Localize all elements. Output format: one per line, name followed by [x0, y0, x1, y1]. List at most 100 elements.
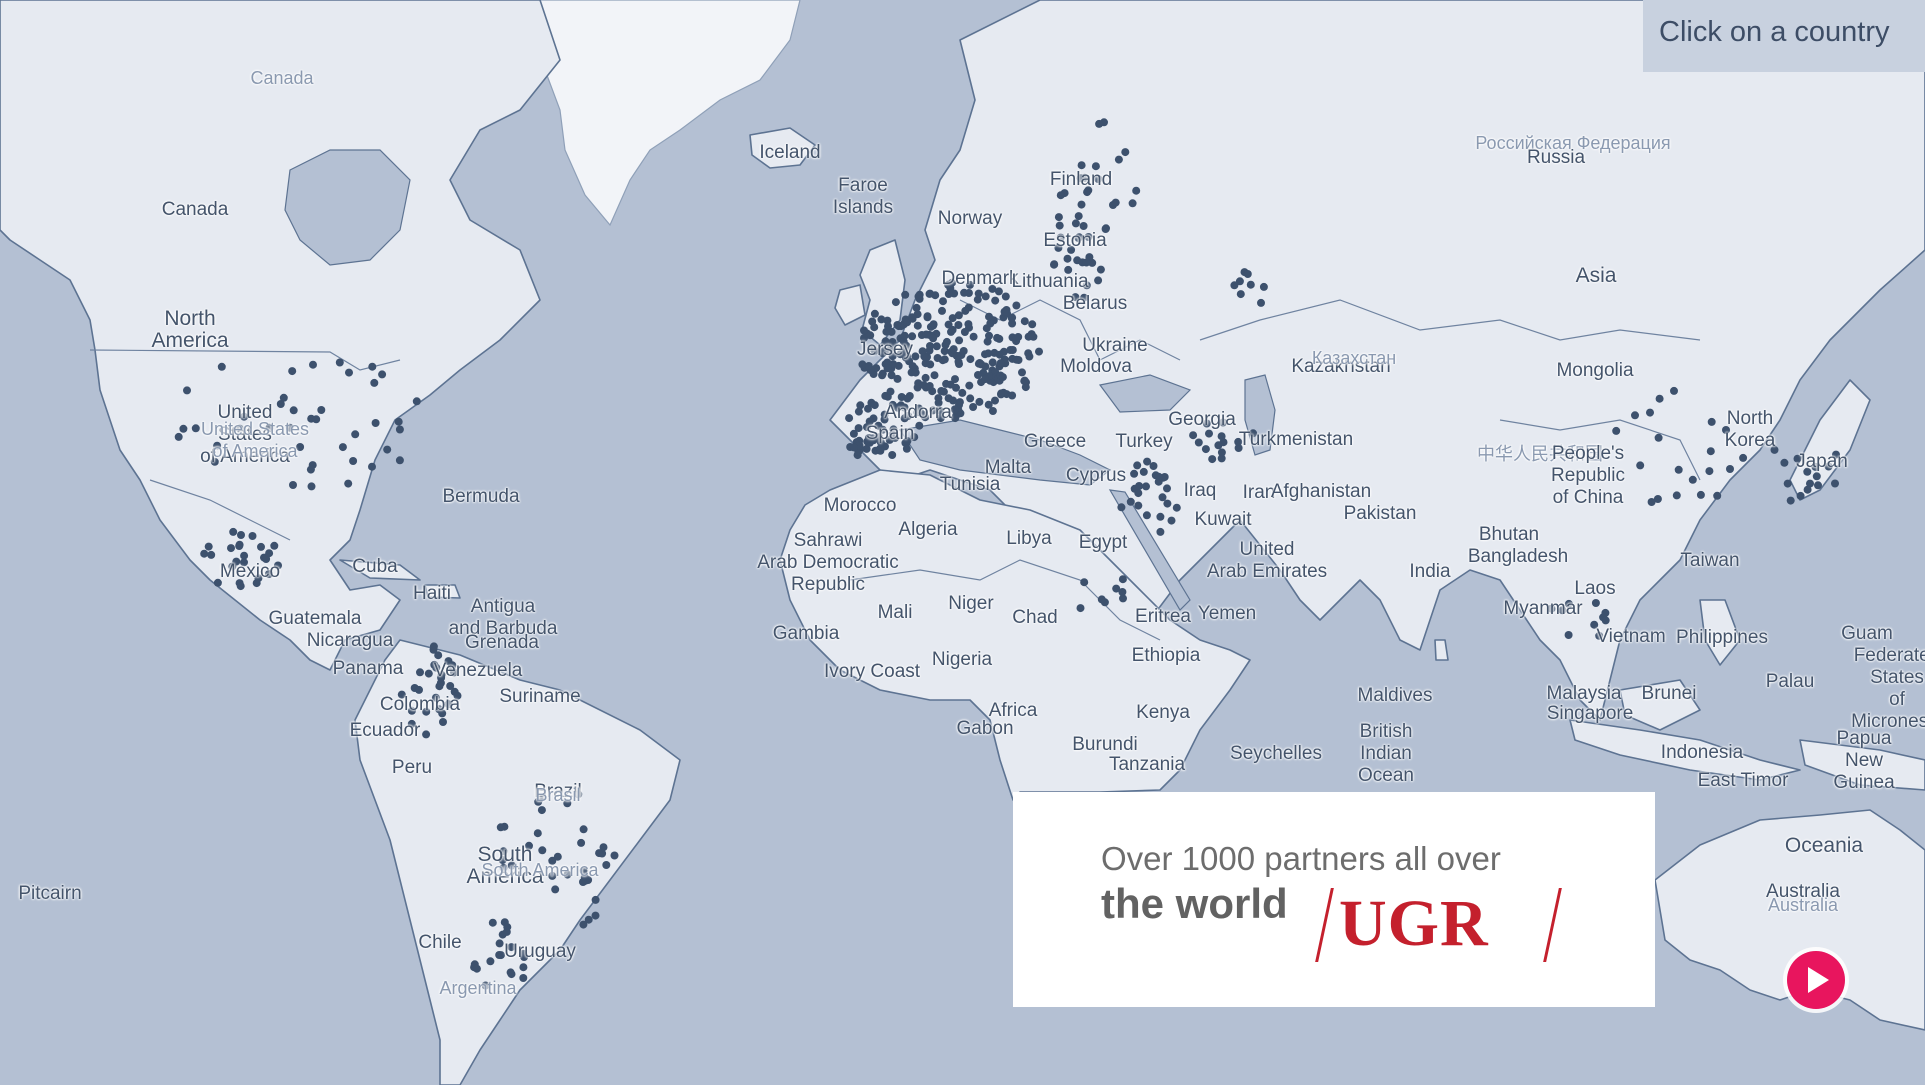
- partner-dot[interactable]: [240, 551, 249, 560]
- partner-dot[interactable]: [913, 383, 922, 392]
- partner-dot[interactable]: [309, 360, 317, 369]
- partner-dot[interactable]: [1653, 495, 1662, 503]
- partner-dot[interactable]: [858, 360, 867, 369]
- partner-dot[interactable]: [849, 443, 858, 452]
- partner-dot[interactable]: [1076, 604, 1085, 613]
- country-label[interactable]: Norway: [937, 208, 1003, 229]
- partner-dot[interactable]: [933, 354, 942, 362]
- partner-dot[interactable]: [599, 843, 608, 852]
- partner-dot[interactable]: [969, 332, 978, 341]
- partner-dot[interactable]: [1696, 490, 1705, 499]
- partner-dot[interactable]: [946, 380, 955, 389]
- partner-dot[interactable]: [900, 331, 909, 340]
- partner-dot[interactable]: [591, 895, 600, 904]
- partner-dot[interactable]: [888, 338, 897, 346]
- partner-dot[interactable]: [1672, 491, 1681, 500]
- country-label[interactable]: Estonia: [1043, 230, 1107, 251]
- partner-dot[interactable]: [1713, 491, 1722, 500]
- partner-dot[interactable]: [270, 541, 279, 550]
- partner-dot[interactable]: [1097, 595, 1106, 604]
- partner-dot[interactable]: [1770, 445, 1779, 454]
- partner-dot[interactable]: [981, 292, 990, 301]
- partner-dot[interactable]: [929, 334, 938, 343]
- country-label[interactable]: Philippines: [1676, 627, 1768, 648]
- partner-dot[interactable]: [974, 371, 982, 379]
- partner-dot[interactable]: [1219, 418, 1227, 427]
- partner-dot[interactable]: [965, 381, 974, 390]
- partner-dot[interactable]: [1783, 479, 1792, 488]
- partner-dot[interactable]: [985, 331, 993, 340]
- partner-dot[interactable]: [1722, 426, 1730, 434]
- partner-dot[interactable]: [1246, 280, 1255, 289]
- partner-dot[interactable]: [229, 527, 238, 536]
- partner-dot[interactable]: [537, 806, 546, 815]
- partner-dot[interactable]: [1149, 462, 1158, 470]
- partner-dot[interactable]: [1158, 493, 1167, 502]
- partner-dot[interactable]: [265, 549, 274, 558]
- partner-dot[interactable]: [1056, 191, 1065, 200]
- ireland-island[interactable]: [834, 284, 866, 326]
- partner-dot[interactable]: [1082, 281, 1091, 290]
- partner-dot[interactable]: [862, 444, 871, 453]
- partner-dot[interactable]: [959, 347, 968, 355]
- partner-dot[interactable]: [227, 544, 235, 553]
- partner-dot[interactable]: [903, 394, 912, 403]
- partner-dot[interactable]: [438, 709, 447, 718]
- partner-dot[interactable]: [1214, 441, 1223, 450]
- partner-dot[interactable]: [520, 953, 529, 961]
- partner-dot[interactable]: [453, 691, 462, 700]
- partner-dot[interactable]: [1101, 225, 1110, 233]
- partner-dot[interactable]: [928, 406, 937, 415]
- partner-dot[interactable]: [412, 397, 421, 406]
- partner-dot[interactable]: [351, 430, 360, 439]
- partner-dot[interactable]: [893, 321, 902, 329]
- partner-dot[interactable]: [1139, 467, 1148, 476]
- partner-dot[interactable]: [961, 306, 970, 315]
- partner-dot[interactable]: [1806, 479, 1814, 488]
- country-label[interactable]: Jersey: [857, 339, 913, 360]
- country-label[interactable]: Tanzania: [1108, 754, 1186, 775]
- partner-dot[interactable]: [240, 558, 248, 567]
- partner-dot[interactable]: [370, 378, 379, 387]
- country-label[interactable]: Greece: [1023, 431, 1087, 452]
- partner-dot[interactable]: [217, 362, 226, 371]
- partner-dot[interactable]: [499, 863, 508, 872]
- country-label[interactable]: Asia: [1575, 264, 1617, 287]
- partner-dot[interactable]: [1564, 599, 1573, 608]
- partner-dot[interactable]: [908, 332, 917, 341]
- partner-dot[interactable]: [507, 861, 516, 870]
- partner-dot[interactable]: [930, 371, 939, 380]
- country-label[interactable]: Malaysia: [1546, 683, 1622, 704]
- partner-dot[interactable]: [210, 457, 219, 466]
- partner-dot[interactable]: [1646, 408, 1654, 417]
- partner-dot[interactable]: [431, 693, 440, 702]
- partner-dot[interactable]: [1012, 355, 1021, 364]
- borneo-island[interactable]: [1619, 679, 1701, 731]
- partner-dot[interactable]: [553, 852, 562, 861]
- partner-dot[interactable]: [891, 433, 900, 442]
- country-label[interactable]: Nigeria: [931, 649, 993, 670]
- partner-dot[interactable]: [984, 349, 993, 358]
- partner-dot[interactable]: [1135, 482, 1144, 490]
- partner-dot[interactable]: [936, 414, 945, 423]
- partner-dot[interactable]: [939, 297, 947, 306]
- partner-dot[interactable]: [1655, 394, 1664, 403]
- cuba-island[interactable]: [339, 559, 421, 581]
- partner-dot[interactable]: [584, 915, 593, 924]
- partner-dot[interactable]: [422, 707, 431, 716]
- country-label[interactable]: Казахстан: [1311, 348, 1397, 368]
- country-label[interactable]: Brunei: [1641, 683, 1697, 704]
- partner-dot[interactable]: [1130, 469, 1139, 478]
- partner-dot[interactable]: [1547, 604, 1556, 613]
- partner-dot[interactable]: [1590, 620, 1599, 629]
- partner-dot[interactable]: [913, 408, 922, 417]
- country-label[interactable]: Peru: [391, 757, 433, 778]
- partner-dot[interactable]: [990, 348, 999, 357]
- partner-dot[interactable]: [1008, 333, 1017, 342]
- partner-dot[interactable]: [1118, 575, 1127, 584]
- partner-dot[interactable]: [602, 861, 611, 869]
- country-label[interactable]: Brasil: [535, 785, 581, 805]
- partner-dot[interactable]: [926, 360, 935, 369]
- partner-dot[interactable]: [994, 287, 1003, 296]
- partner-dot[interactable]: [1217, 454, 1226, 463]
